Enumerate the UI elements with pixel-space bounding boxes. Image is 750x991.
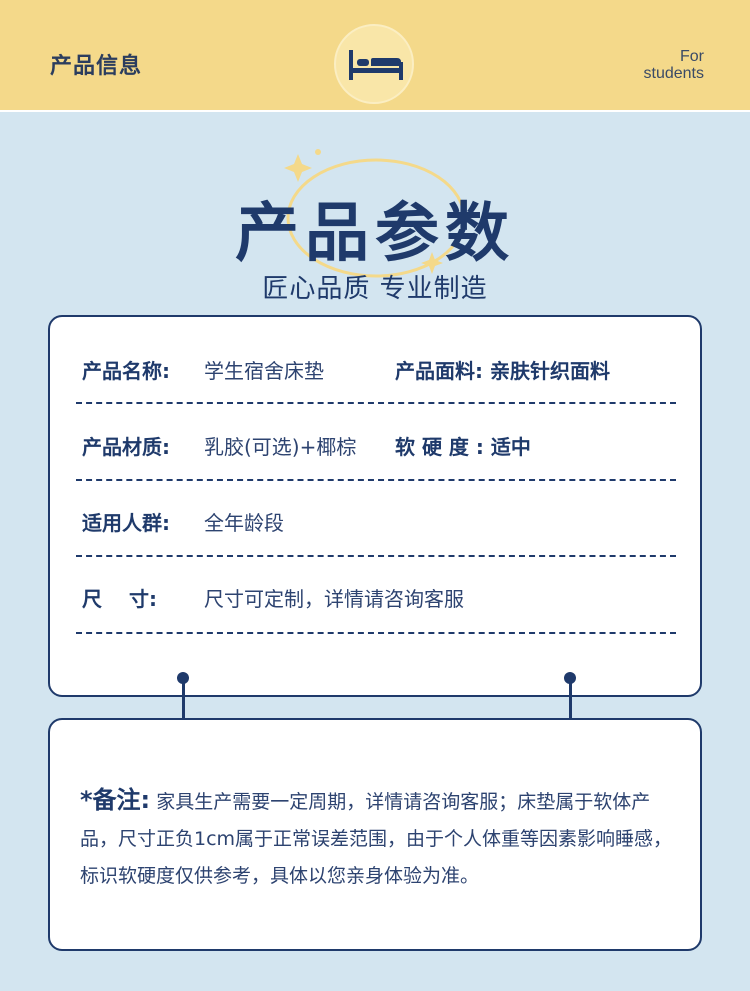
- page-subtitle: 匠心品质 专业制造: [262, 274, 488, 304]
- tagline-line-2: students: [643, 65, 704, 82]
- dashed-divider: [76, 555, 676, 557]
- connector-line: [569, 678, 572, 740]
- param-label: 产品材质:: [82, 435, 170, 459]
- header-badge: [334, 24, 414, 104]
- page-title: 产品参数: [235, 197, 515, 271]
- param-row: 产品材质: 乳胶(可选)+椰棕 软 硬 度 : 适中: [82, 425, 670, 465]
- param-label: 尺 寸:: [82, 587, 157, 611]
- star-icon: [421, 252, 443, 274]
- bed-icon: [349, 50, 403, 80]
- param-row: 适用人群: 全年龄段: [82, 501, 670, 541]
- dashed-divider: [76, 479, 676, 481]
- tagline-line-1: For: [680, 48, 704, 65]
- dashed-divider: [76, 402, 676, 404]
- param-value: 学生宿舍床垫: [204, 359, 324, 383]
- param-label-secondary: 产品面料: 亲肤针织面料: [395, 359, 610, 383]
- param-label: 产品名称:: [82, 359, 170, 383]
- notes-body: 家具生产需要一定周期，详情请咨询客服；床垫属于软体产品，尺寸正负1cm属于正常误…: [80, 791, 673, 887]
- star-icon: [284, 154, 312, 182]
- param-value: 尺寸可定制，详情请咨询客服: [204, 587, 464, 611]
- sparkle-dot: [315, 149, 321, 155]
- params-card: 产品名称: 学生宿舍床垫 产品面料: 亲肤针织面料 产品材质: 乳胶(可选)+椰…: [48, 315, 702, 697]
- param-row: 产品名称: 学生宿舍床垫 产品面料: 亲肤针织面料: [82, 349, 670, 389]
- title-decoration: [284, 149, 466, 278]
- header-tagline: For students: [644, 48, 704, 82]
- connector-line: [182, 678, 185, 740]
- notes-card: *备注: 家具生产需要一定周期，详情请咨询客服；床垫属于软体产品，尺寸正负1cm…: [48, 718, 702, 951]
- notes-text: *备注: 家具生产需要一定周期，详情请咨询客服；床垫属于软体产品，尺寸正负1cm…: [80, 782, 674, 895]
- param-row: 尺 寸: 尺寸可定制，详情请咨询客服: [82, 577, 670, 617]
- param-label: 适用人群:: [82, 511, 170, 535]
- param-value: 乳胶(可选)+椰棕: [204, 435, 357, 459]
- param-label-secondary: 软 硬 度 : 适中: [395, 435, 531, 459]
- header-title: 产品信息: [50, 54, 143, 79]
- title-area: 产品参数 匠心品质 专业制造: [0, 140, 750, 310]
- notes-label: *备注:: [80, 786, 151, 814]
- param-value: 全年龄段: [204, 511, 284, 535]
- dashed-divider: [76, 632, 676, 634]
- header-bar: 产品信息 For students: [0, 0, 750, 112]
